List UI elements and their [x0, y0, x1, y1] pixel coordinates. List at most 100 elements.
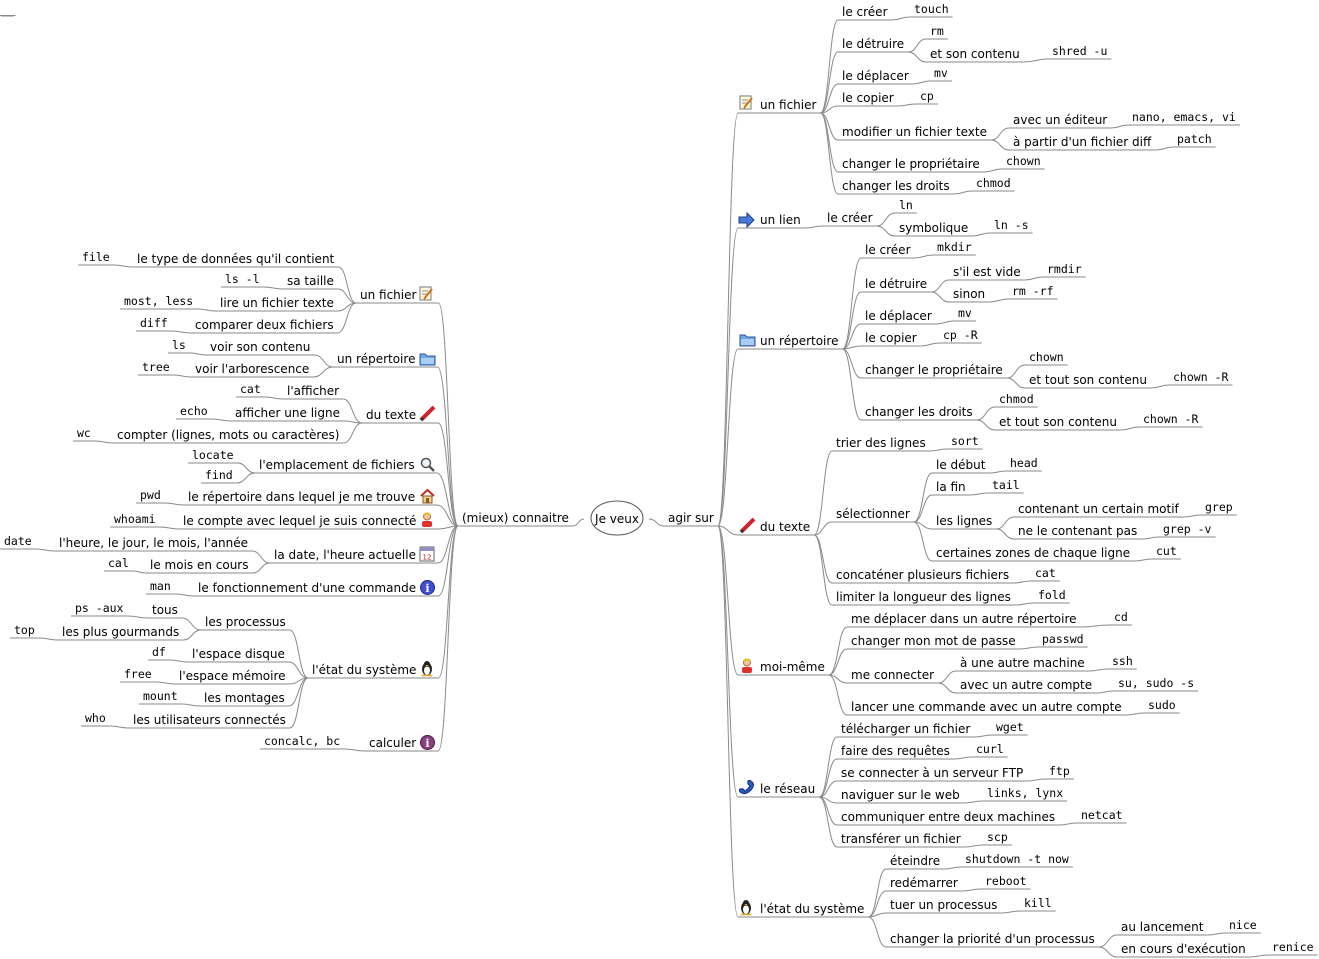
right-subitem-cmd[interactable]: nice [1229, 918, 1257, 932]
left-subitem-cmd[interactable]: ps -aux [75, 601, 124, 615]
left-group-label[interactable]: la date, l'heure actuelle [274, 548, 416, 562]
right-item-cmd[interactable]: ln [899, 198, 913, 212]
right-item-cmd[interactable]: sort [951, 434, 979, 448]
left-item-cmd[interactable]: most, less [124, 294, 193, 308]
left-group-label[interactable]: le fonctionnement d'une commande [198, 581, 416, 595]
right-item-cmd[interactable]: kill [1024, 896, 1052, 910]
left-item-cmd[interactable]: free [124, 667, 152, 681]
right-subitem-label[interactable]: au lancement [1121, 920, 1204, 934]
left-item-label[interactable]: sa taille [287, 274, 334, 288]
right-subitem-cmd[interactable]: shred -u [1052, 44, 1107, 58]
left-item-cmd[interactable]: diff [140, 316, 168, 330]
right-subitem-label[interactable]: s'il est vide [953, 265, 1021, 279]
right-subitem-label[interactable]: avec un autre compte [960, 678, 1092, 692]
right-item-label[interactable]: le déplacer [842, 69, 909, 83]
right-subsubitem-label[interactable]: ne le contenant pas [1018, 524, 1137, 538]
left-item-cmd[interactable]: locate [192, 448, 234, 462]
left-subitem-label[interactable]: tous [152, 603, 178, 617]
right-main-label[interactable]: agir sur [668, 511, 714, 525]
left-item-cmd[interactable]: tree [142, 360, 170, 374]
right-subitem-cmd[interactable]: patch [1177, 132, 1212, 146]
right-item-cmd[interactable]: cd [1114, 610, 1128, 624]
right-subitem-cmd[interactable]: renice [1272, 940, 1314, 954]
right-subitem-cmd[interactable]: chown -R [1143, 412, 1198, 426]
right-subitem-label[interactable]: et tout son contenu [1029, 373, 1147, 387]
left-item-cmd[interactable]: df [152, 645, 166, 659]
left-item-label[interactable]: le mois en cours [150, 558, 249, 572]
right-subsubitem-cmd[interactable]: grep [1205, 500, 1233, 514]
right-item-cmd[interactable]: chmod [999, 392, 1034, 406]
right-item-label[interactable]: lancer une commande avec un autre compte [851, 700, 1122, 714]
right-item-label[interactable]: changer la priorité d'un processus [890, 932, 1095, 946]
right-item-label[interactable]: éteindre [890, 854, 940, 868]
right-item-label[interactable]: changer les droits [865, 405, 973, 419]
right-subitem-cmd[interactable]: rm -rf [1012, 284, 1054, 298]
right-item-cmd[interactable]: ftp [1049, 764, 1070, 778]
right-group-label[interactable]: du texte [760, 520, 810, 534]
right-item-label[interactable]: le détruire [865, 277, 927, 291]
right-item-label[interactable]: le créer [827, 211, 873, 225]
right-subitem-label[interactable]: sinon [953, 287, 985, 301]
left-item-cmd[interactable]: ls [172, 338, 186, 352]
right-item-cmd[interactable]: reboot [985, 874, 1027, 888]
right-item-label[interactable]: modifier un fichier texte [842, 125, 987, 139]
right-item-label[interactable]: changer mon mot de passe [851, 634, 1016, 648]
right-item-cmd[interactable]: curl [976, 742, 1004, 756]
right-item-label[interactable]: tuer un processus [890, 898, 997, 912]
right-item-label[interactable]: le créer [865, 243, 911, 257]
right-item-label[interactable]: le détruire [842, 37, 904, 51]
right-item-label[interactable]: transférer un fichier [841, 832, 961, 846]
right-item-label[interactable]: changer le propriétaire [865, 363, 1003, 377]
right-item-label[interactable]: sélectionner [836, 507, 910, 521]
left-group-label[interactable]: un répertoire [337, 352, 415, 366]
left-item-cmd[interactable]: pwd [140, 488, 161, 502]
right-item-cmd[interactable]: netcat [1081, 808, 1123, 822]
right-group-label[interactable]: l'état du système [760, 902, 864, 916]
left-item-cmd[interactable]: concalc, bc [264, 734, 340, 748]
root-node-label[interactable]: Je veux [594, 512, 639, 526]
right-subitem-cmd[interactable]: nano, emacs, vi [1132, 110, 1236, 124]
right-item-label[interactable]: me déplacer dans un autre répertoire [851, 612, 1077, 626]
right-subitem-cmd[interactable]: rmdir [1047, 262, 1082, 276]
left-item-cmd[interactable]: ls -l [225, 272, 260, 286]
right-subitem-cmd[interactable]: ln -s [994, 218, 1029, 232]
left-group-label[interactable]: le compte avec lequel je suis connecté [183, 514, 416, 528]
left-group-label[interactable]: un fichier [360, 288, 417, 302]
right-item-label[interactable]: télécharger un fichier [841, 722, 970, 736]
right-group-label[interactable]: le réseau [760, 782, 815, 796]
left-item-label[interactable]: l'espace mémoire [179, 669, 286, 683]
right-item-label[interactable]: le copier [865, 331, 917, 345]
right-subitem-label[interactable]: et tout son contenu [999, 415, 1117, 429]
left-item-label[interactable]: voir son contenu [210, 340, 310, 354]
right-item-label[interactable]: naviguer sur le web [841, 788, 960, 802]
left-item-cmd[interactable]: find [205, 468, 233, 482]
left-group-label[interactable]: l'emplacement de fichiers [259, 458, 415, 472]
left-subitem-label[interactable]: les plus gourmands [62, 625, 179, 639]
right-item-cmd[interactable]: chmod [976, 176, 1011, 190]
right-item-cmd[interactable]: mv [958, 306, 972, 320]
right-item-label[interactable]: redémarrer [890, 876, 958, 890]
right-subitem-cmd[interactable]: chown -R [1173, 370, 1228, 384]
left-subitem-cmd[interactable]: top [14, 623, 35, 637]
left-item-cmd[interactable]: file [82, 250, 110, 264]
left-item-label[interactable]: compter (lignes, mots ou caractères) [117, 428, 339, 442]
left-item-label[interactable]: les processus [205, 615, 286, 629]
right-item-cmd[interactable]: mv [934, 66, 948, 80]
right-subsubitem-cmd[interactable]: grep -v [1163, 522, 1212, 536]
right-subitem-cmd[interactable]: head [1010, 456, 1038, 470]
right-item-cmd[interactable]: rm [930, 24, 944, 38]
right-subitem-cmd[interactable]: tail [992, 478, 1020, 492]
right-item-cmd[interactable]: fold [1038, 588, 1066, 602]
left-item-cmd[interactable]: wc [77, 426, 91, 440]
right-group-label[interactable]: moi-même [760, 660, 825, 674]
right-item-cmd[interactable]: sudo [1148, 698, 1176, 712]
right-subitem-label[interactable]: avec un éditeur [1013, 113, 1107, 127]
left-item-label[interactable]: l'heure, le jour, le mois, l'année [59, 536, 248, 550]
right-subitem-label[interactable]: à partir d'un fichier diff [1013, 135, 1152, 149]
left-item-cmd[interactable]: whoami [114, 512, 156, 526]
right-item-label[interactable]: me connecter [851, 668, 934, 682]
left-item-cmd[interactable]: who [85, 711, 106, 725]
left-item-cmd[interactable]: man [150, 579, 171, 593]
left-item-label[interactable]: l'espace disque [192, 647, 285, 661]
left-item-label[interactable]: voir l'arborescence [195, 362, 309, 376]
